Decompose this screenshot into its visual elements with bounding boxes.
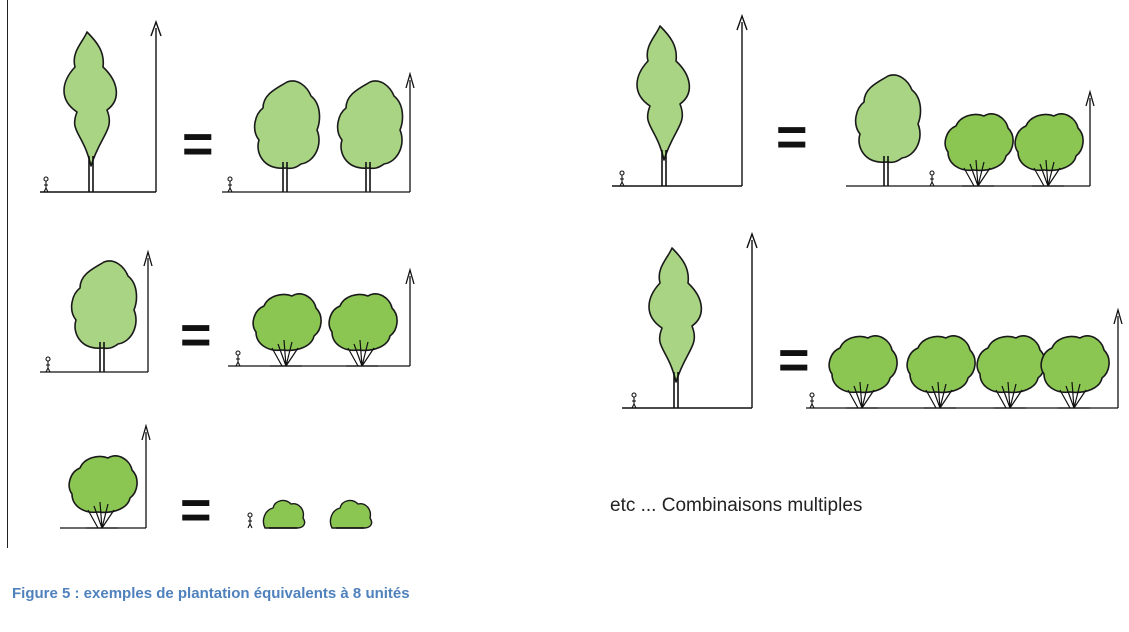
person-scale-figure (45, 356, 51, 373)
person-scale-figure (809, 392, 815, 409)
medium-tree (336, 80, 404, 193)
equivalence-medium-tree-vs-two-shrubs: = (40, 249, 415, 373)
person-scale-figure (929, 170, 935, 187)
shrub (328, 293, 398, 367)
height-arrow (150, 19, 162, 192)
medium-tree (854, 74, 922, 187)
large-tree (636, 25, 691, 187)
person-scale-figure (247, 512, 253, 529)
shrub (1014, 113, 1084, 187)
equals-sign: = (182, 114, 214, 174)
medium-tree (70, 260, 138, 373)
shrub (906, 335, 976, 409)
equals-sign: = (180, 480, 212, 540)
shrub (828, 335, 898, 409)
equivalence-large-tree-vs-four-shrubs: = (622, 231, 1123, 409)
equivalence-large-tree-vs-medium-tree-and-two-shrubs: = (612, 13, 1095, 187)
small-bush (329, 499, 373, 529)
person-scale-figure (235, 350, 241, 367)
equals-sign: = (180, 305, 212, 365)
height-arrow (736, 13, 748, 186)
margin-rule (7, 0, 8, 548)
large-tree (648, 247, 703, 409)
planting-equivalence-diagram: = = = (40, 13, 1123, 540)
equivalence-large-tree-vs-two-medium-trees: = (40, 19, 415, 193)
equivalence-shrub-vs-two-bushes: = (60, 423, 373, 540)
person-scale-figure (619, 170, 625, 187)
large-tree (63, 31, 118, 193)
height-arrow (143, 249, 153, 372)
person-scale-figure (227, 176, 233, 193)
shrub (944, 113, 1014, 187)
height-arrow (141, 423, 151, 528)
height-arrow (1085, 89, 1095, 186)
shrub (252, 293, 322, 367)
equals-sign: = (778, 330, 810, 390)
shrub (68, 455, 138, 529)
equals-sign: = (776, 107, 808, 167)
height-arrow (746, 231, 758, 408)
height-arrow (405, 267, 415, 366)
person-scale-figure (43, 176, 49, 193)
medium-tree (253, 80, 321, 193)
height-arrow (405, 71, 415, 192)
small-bush (262, 499, 306, 529)
figure-caption: Figure 5 : exemples de plantation équiva… (12, 585, 410, 602)
shrub (1040, 335, 1110, 409)
combinations-note: etc ... Combinaisons multiples (610, 495, 863, 516)
height-arrow (1113, 307, 1123, 408)
person-scale-figure (631, 392, 637, 409)
shrub (976, 335, 1046, 409)
